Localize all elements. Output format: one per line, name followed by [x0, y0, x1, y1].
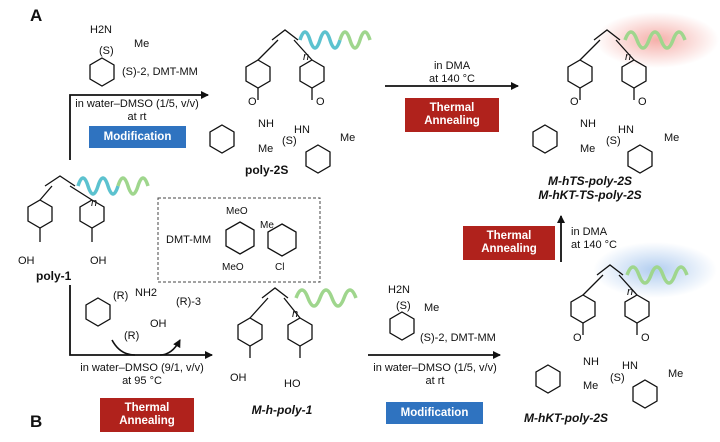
mhkt-n: n — [627, 286, 634, 298]
mhts-me-left: Me — [580, 143, 596, 155]
poly2s-me-left: Me — [258, 143, 274, 155]
amine-r3-stereo-top: (R) — [113, 290, 129, 302]
amine-r3-oh: OH — [150, 318, 167, 330]
dmtmm-box — [157, 197, 321, 283]
mol-mhpoly1 — [237, 287, 313, 358]
poly2s-s: (S) — [282, 135, 297, 147]
mol-mhkt — [535, 264, 658, 409]
mhpoly1-oh: OH — [230, 372, 247, 384]
mhts-n: n — [625, 51, 632, 63]
mhts-me-right: Me — [664, 132, 680, 144]
mhts-o-right: O — [638, 96, 647, 108]
amine-stereo-s: (S) — [99, 45, 114, 57]
amine-bottom-stereo: (S) — [396, 300, 411, 312]
compound-mhpoly1: M-h-poly-1 — [251, 403, 313, 417]
triazine-ring — [225, 221, 255, 255]
mol-poly2s — [209, 29, 331, 174]
amine-h2n: H2N — [90, 24, 113, 36]
condition-dma-right: in DMA — [571, 226, 608, 238]
amine-s2-ring-bottom — [389, 311, 415, 341]
compound-poly2s: poly-2S — [245, 163, 289, 177]
helix-poly2s — [298, 30, 372, 50]
poly2s-n: n — [303, 51, 310, 63]
morpholine-ring — [267, 223, 297, 257]
helix-mhts — [623, 30, 687, 50]
amine-r3-ring — [85, 297, 111, 327]
reagent-r3: (R)-3 — [176, 296, 202, 308]
dmtmm-cl: Cl — [275, 262, 285, 273]
condition-bottom-solvent: in water–DMSO (9/1, v/v) — [80, 362, 204, 374]
condition-bottom-temp-2: at rt — [425, 375, 445, 387]
mhkt-s: (S) — [610, 372, 625, 384]
poly2s-nh: NH — [258, 118, 274, 130]
panel-label-b: B — [30, 412, 43, 431]
poly2s-hn: HN — [294, 124, 310, 136]
arrow-poly1-to-poly2s — [69, 91, 209, 160]
condition-top-temp: at rt — [127, 111, 147, 123]
amine-bottom-me: Me — [424, 302, 440, 314]
mhkt-me-right: Me — [668, 368, 684, 380]
mhkt-hn: HN — [622, 360, 638, 372]
mhts-s: (S) — [606, 135, 621, 147]
mol-mhts — [532, 29, 653, 174]
amine-me: Me — [134, 38, 150, 50]
dmtmm-ome-top: MeO — [226, 206, 248, 217]
red-glow — [595, 12, 719, 68]
condition-140-right: at 140 °C — [571, 239, 617, 251]
dmtmm-ome-bottom: MeO — [222, 262, 244, 273]
mhts-o-left: O — [570, 96, 579, 108]
curved-arrow-out — [159, 339, 181, 356]
mhpoly1-n: n — [292, 308, 299, 320]
amine-bottom-h2n: H2N — [388, 284, 411, 296]
curved-arrow-in — [111, 339, 136, 356]
compound-mhts: M-hTS-poly-2S — [548, 174, 632, 188]
modification-badge-top: Modification — [89, 126, 186, 148]
poly2s-o-right: O — [316, 96, 325, 108]
poly2s-me-right: Me — [340, 132, 356, 144]
mhkt-o-right: O — [641, 332, 650, 344]
mhpoly1-ho: HO — [284, 378, 301, 390]
condition-top-solvent: in water–DMSO (1/5, v/v) — [75, 98, 199, 110]
compound-mhktts: M-hKT-TS-poly-2S — [538, 188, 642, 202]
compound-mhkt: M-hKT-poly-2S — [524, 411, 608, 425]
mhts-nh: NH — [580, 118, 596, 130]
dmtmm-label: DMT-MM — [166, 234, 212, 246]
poly1-oh: OH — [18, 255, 35, 267]
poly1-ho: OH — [90, 255, 107, 267]
poly1-n: n — [91, 197, 98, 209]
helix-poly1 — [76, 176, 150, 196]
helix-mhpoly1 — [294, 288, 358, 308]
panel-label-a: A — [30, 6, 43, 25]
mol-poly1 — [27, 175, 105, 242]
mhts-hn: HN — [618, 124, 634, 136]
compound-poly1: poly-1 — [36, 269, 72, 283]
mhkt-me-left: Me — [583, 380, 599, 392]
condition-140-top: at 140 °C — [429, 73, 475, 85]
condition-dma-top: in DMA — [433, 60, 471, 72]
mhkt-o-left: O — [573, 332, 582, 344]
amine-s2-ring-top — [89, 57, 115, 87]
mhkt-nh: NH — [583, 356, 599, 368]
dmtmm-me: Me — [260, 220, 274, 231]
reagent-s2-top: (S)-2, DMT-MM — [122, 66, 198, 78]
reagent-s2-bottom: (S)-2, DMT-MM — [420, 332, 496, 344]
modification-badge-bottom: Modification — [386, 402, 483, 424]
poly2s-o-left: O — [248, 96, 257, 108]
amine-r3-stereo-bottom: (R) — [124, 330, 140, 342]
helix-mhkt — [625, 265, 689, 285]
amine-r3-nh2: NH2 — [135, 287, 158, 299]
condition-bottom-solvent-2: in water–DMSO (1/5, v/v) — [373, 362, 497, 374]
condition-bottom-temp: at 95 °C — [122, 375, 162, 387]
